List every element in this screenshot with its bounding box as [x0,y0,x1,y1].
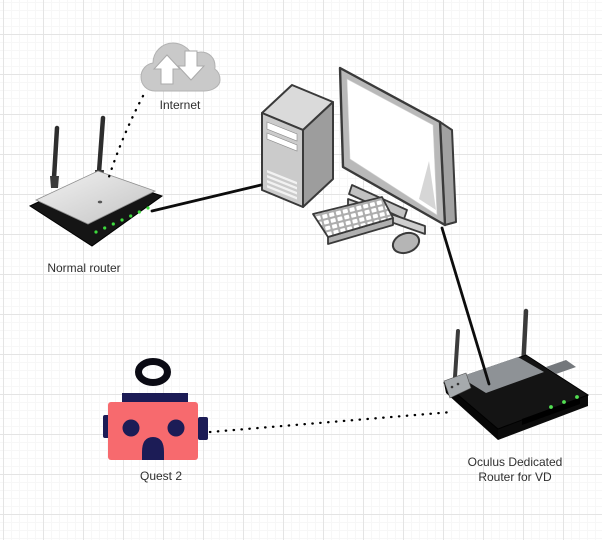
node-oculus-router[interactable] [438,303,594,448]
edge-quest2-to-oculus-router[interactable] [208,410,454,434]
headset-nose-notch [142,437,164,460]
mouse [391,231,421,255]
monitor [338,66,457,227]
node-label-normal-router: Normal router [47,261,121,275]
node-label-oculus-router: Oculus Dedicated Router for VD [450,455,580,485]
headset-lens-right [167,419,185,437]
cloud-upload-download-icon [140,42,221,92]
wireless-router-image [28,115,164,247]
desktop-computer-image [261,66,457,255]
antenna-left [453,329,460,379]
screen-glare [419,161,436,210]
node-label-quest2: Quest 2 [139,469,183,483]
headset-strap-ring [135,358,171,386]
dark-wireless-router-image [443,308,590,440]
oculus-label-line2: Router for VD [478,470,552,484]
edge-normal-router-to-computer[interactable] [150,183,263,213]
keyboard [312,196,394,245]
monitor-screen [346,78,438,216]
antenna-right [96,115,106,175]
router-leds [549,395,579,409]
node-computer[interactable] [253,58,461,258]
vr-headset-icon [103,358,208,460]
headset-body [108,402,198,460]
tower-vents [267,170,297,200]
node-normal-router[interactable] [28,110,164,252]
router-leds [94,206,150,234]
download-arrow-icon [176,50,206,81]
headset-right-side [198,417,208,440]
oculus-label-line1: Oculus Dedicated [467,455,563,469]
upload-arrow-icon [152,54,182,85]
node-internet[interactable] [138,37,222,97]
tower-drive-bays [266,121,298,152]
node-label-internet: Internet [159,98,201,112]
headset-lens-left [122,419,140,437]
antenna-left [51,125,60,181]
node-quest2[interactable] [100,352,212,464]
